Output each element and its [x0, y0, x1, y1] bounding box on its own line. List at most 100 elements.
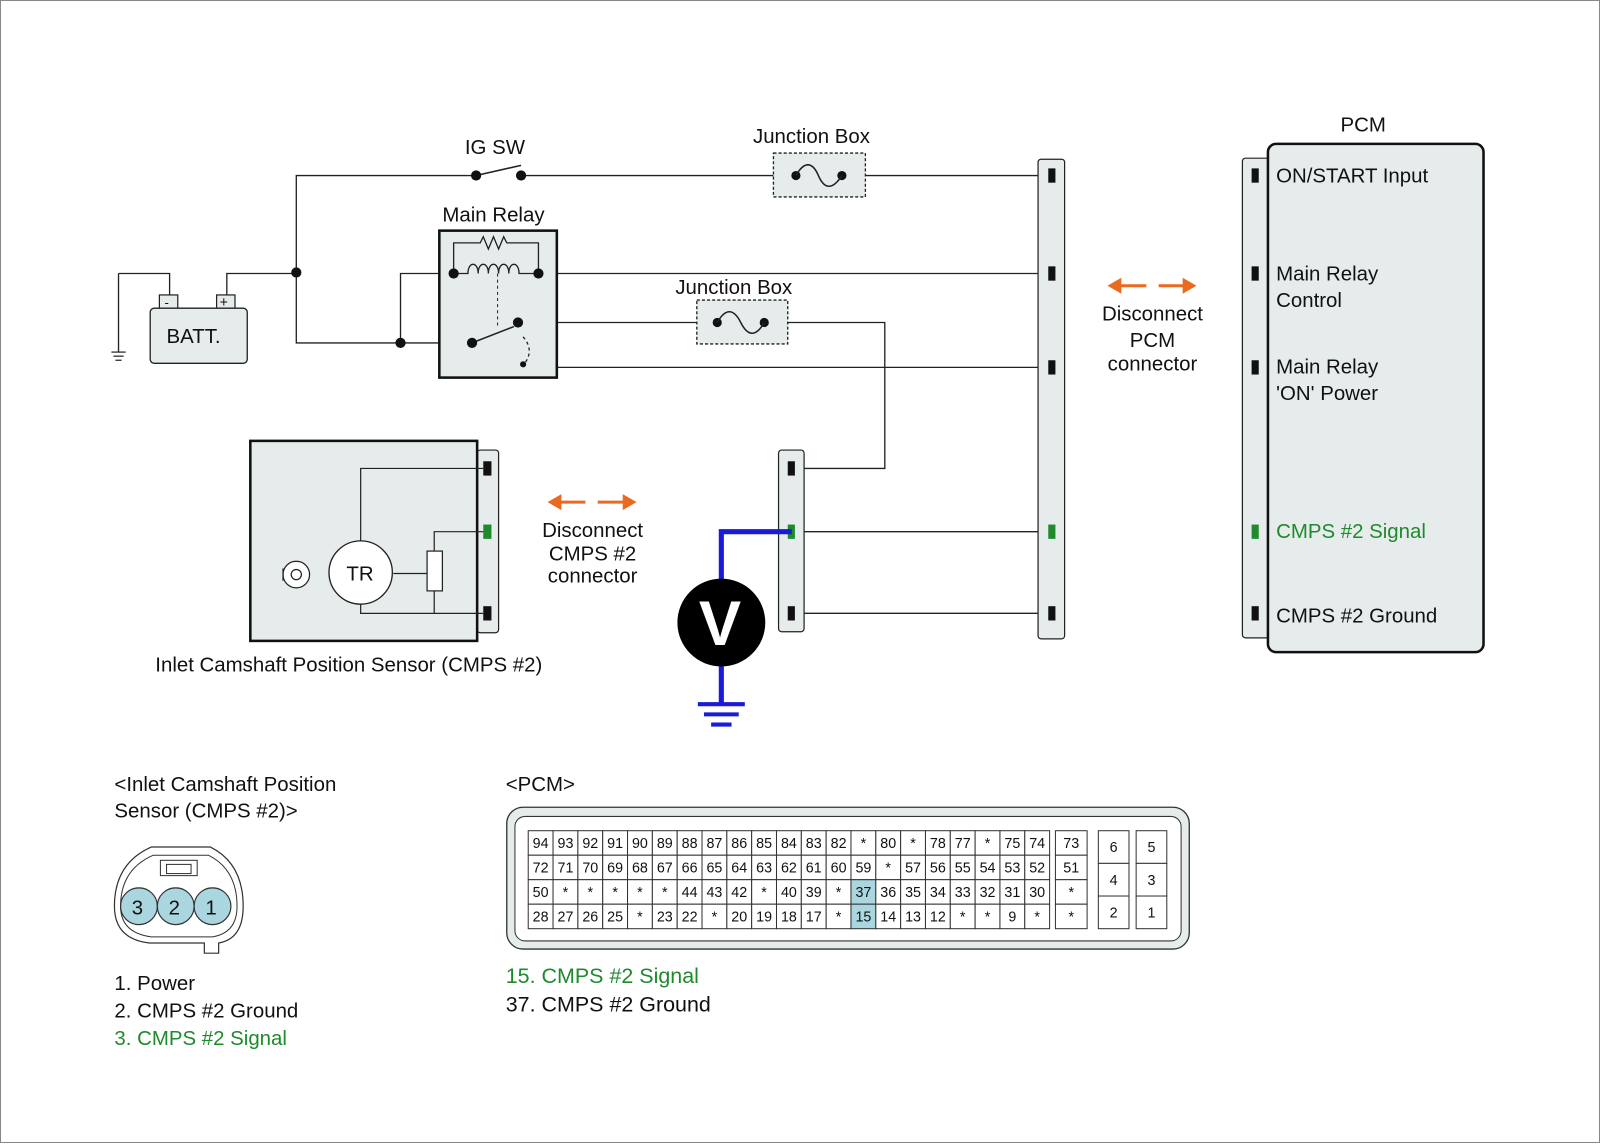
pcm-pin-number: 14	[880, 910, 896, 926]
pcm-harness-connector	[1037, 158, 1066, 640]
pcm-pin-number: 13	[905, 910, 921, 926]
pcm-pin-label: 'ON' Power	[1276, 383, 1378, 405]
pcm-pin-number: 50	[533, 885, 549, 901]
pcm-pin-number: 37	[855, 885, 871, 901]
pcm-pin-number: 23	[657, 910, 673, 926]
pcm-pin-number: 40	[781, 885, 797, 901]
pcm-pin-cell	[924, 903, 951, 930]
pcm-pin-number: *	[960, 910, 966, 926]
pcm-pin-number: 17	[806, 910, 822, 926]
pcm-pin-number: 27	[558, 910, 574, 926]
sensor-connector-face: <Inlet Camshaft Position Sensor (CMPS #2…	[113, 774, 336, 1050]
pcm-legend-item: 37. CMPS #2 Ground	[506, 992, 711, 1016]
ig-sw-label: IG SW	[465, 137, 526, 159]
pcm-pin-cell	[800, 830, 827, 856]
pcm-pin-label: ON/START Input	[1276, 166, 1428, 188]
pcm-pin-number: 51	[1063, 861, 1079, 877]
pcm-pin-number: 20	[731, 910, 747, 926]
pcm-pin-number: 2	[1110, 905, 1118, 921]
pcm-pin-cell	[1054, 879, 1088, 905]
pcm-pin-cell	[875, 854, 902, 881]
pcm-pin-number: *	[910, 836, 916, 852]
pcm-pin-cell	[1135, 895, 1168, 930]
pcm-pin-number: 25	[607, 910, 623, 926]
battery-label: BATT.	[167, 326, 221, 348]
pcm-pin-cell	[1097, 895, 1130, 930]
pcm-pin-number: 86	[731, 836, 747, 852]
sensor-legend-item: 2. CMPS #2 Ground	[114, 1000, 298, 1022]
pcm-pin-cell	[825, 903, 852, 930]
pcm-pin-number: 67	[657, 861, 673, 877]
pcm-pin-number: 78	[930, 836, 946, 852]
sensor-pin-2-label: 2	[169, 897, 180, 919]
pcm-pin-number: *	[1068, 885, 1074, 901]
pcm-pin-number: 74	[1029, 836, 1045, 852]
pcm-pin-number: 93	[558, 836, 574, 852]
battery: - + BATT.	[149, 294, 248, 364]
pcm-pin-cell	[775, 854, 802, 881]
pcm-pin-number: 42	[731, 885, 747, 901]
pcm-pin-cell	[1054, 903, 1088, 930]
pcm-pin-number: *	[836, 910, 842, 926]
pcm-pin-cell	[1135, 862, 1168, 897]
pcm-pin-number: 57	[905, 861, 921, 877]
pcm-title: PCM	[1340, 115, 1385, 137]
sensor-connector-title-1: <Inlet Camshaft Position	[114, 774, 336, 796]
pcm-pin-number: *	[637, 885, 643, 901]
pcm-pin-number: 70	[582, 861, 598, 877]
disconnect-pcm-line-1: Disconnect	[1102, 303, 1203, 325]
pcm-pin-number: 31	[1004, 885, 1020, 901]
pcm-pin-number: 44	[682, 885, 698, 901]
pcm-pin-number: 1	[1147, 905, 1155, 921]
disconnect-pcm-line-3: connector	[1108, 353, 1198, 375]
pcm-pin-cell	[577, 830, 604, 856]
sensor-legend-item: 3. CMPS #2 Signal	[114, 1028, 287, 1050]
pcm-pin-number: 53	[1004, 861, 1020, 877]
pcm-pin-cell	[602, 830, 629, 856]
pcm-pin-number: 32	[980, 885, 996, 901]
pcm-pin-number: 64	[731, 861, 747, 877]
disconnect-pcm-arrows	[1107, 277, 1197, 294]
pcm-pin-number: 36	[880, 885, 896, 901]
pcm-pin-number: 65	[706, 861, 722, 877]
pcm-pin-label: CMPS #2 Signal	[1276, 521, 1426, 543]
pcm-pin-cell	[974, 854, 1001, 881]
pcm-pin-number: 60	[831, 861, 847, 877]
pcm-pin-cell	[552, 854, 579, 881]
pcm-pin-number: 30	[1029, 885, 1045, 901]
pcm-pin-number: 90	[632, 836, 648, 852]
pcm-pin-label: Main Relay	[1276, 357, 1379, 379]
pcm-pin-number: *	[1034, 910, 1040, 926]
pcm-pin-cell	[726, 903, 753, 930]
pcm-pin-number: *	[836, 885, 842, 901]
pcm-pin-number: 68	[632, 861, 648, 877]
pcm-pin-number: 62	[781, 861, 797, 877]
pcm-pin-number: *	[1068, 910, 1074, 926]
sensor-pin-3-label: 3	[132, 897, 143, 919]
pcm-pin-cell	[999, 854, 1026, 881]
pcm-pin-cell	[949, 903, 976, 930]
pcm-pin-number: 39	[806, 885, 822, 901]
disconnect-pcm-line-2: PCM	[1130, 330, 1175, 352]
junction-box-1-label: Junction Box	[753, 126, 870, 148]
pcm-pin-number: 73	[1063, 836, 1079, 852]
pcm-pin-cell	[974, 830, 1001, 856]
pcm-pin-cell	[552, 903, 579, 930]
pcm-pin-number: 18	[781, 910, 797, 926]
pcm-pin-cell	[800, 854, 827, 881]
ground-symbol-battery	[111, 351, 126, 361]
pcm-pin-cell	[676, 830, 703, 856]
disconnect-cmps-line-3: connector	[548, 566, 638, 588]
pcm-pin-cell	[577, 879, 604, 905]
pcm-pin-number: *	[761, 885, 767, 901]
pcm-pin-number: 52	[1029, 861, 1045, 877]
pcm-pin-number: 59	[855, 861, 871, 877]
pcm-pin-number: 85	[756, 836, 772, 852]
pcm-pin-number: 3	[1147, 873, 1155, 889]
pcm-pin-cell	[999, 903, 1026, 930]
pcm-pin-number: 63	[756, 861, 772, 877]
voltmeter-label: V	[699, 589, 741, 659]
tr-label: TR	[346, 564, 373, 586]
